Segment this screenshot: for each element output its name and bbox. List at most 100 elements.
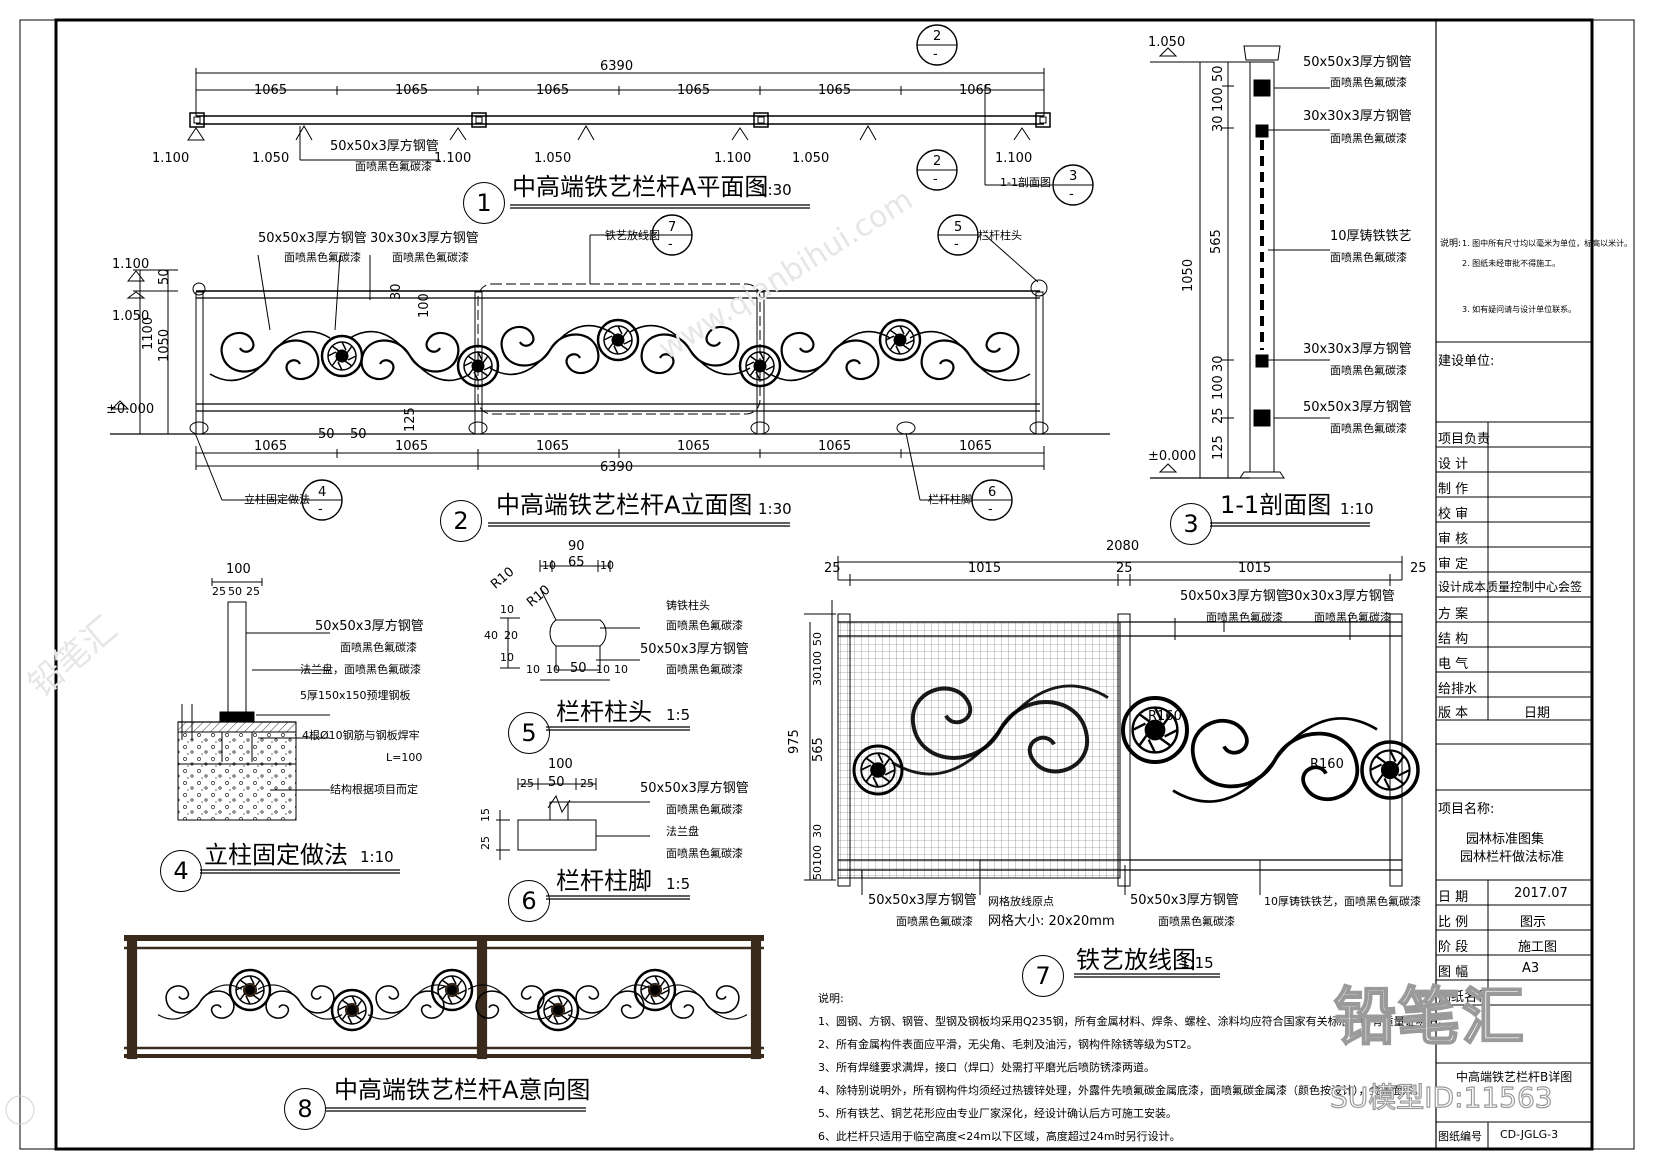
view5-scale: 1:5 xyxy=(666,706,691,724)
fix-label-4: 4根Ø10钢筋与钢板焊牢 xyxy=(302,729,420,742)
iron-r160-a: R160 xyxy=(1148,709,1182,724)
note-item: 4、除特别说明外，所有钢构件均须经过热镀锌处理，外露件先喷氟碳金属底漆，面喷氟碳… xyxy=(818,1084,1425,1097)
tb-date-head: 日期 xyxy=(1524,706,1551,721)
cap-label-2: 50x50x3厚方钢管 xyxy=(640,642,749,657)
tb-note-2: 2. 图纸未经审批不得施工。 xyxy=(1462,259,1561,268)
fix-label-3: 5厚150x150预埋钢板 xyxy=(300,689,411,702)
watermark-model-id: SU模型ID:11563 xyxy=(1329,1081,1553,1114)
post-foot-view xyxy=(496,778,650,860)
elev-foot-label: 栏杆柱脚 xyxy=(928,493,972,506)
cap-dim-10h: 10 xyxy=(614,663,628,676)
sect-finish-1: 面喷黑色氟碳漆 xyxy=(1330,76,1407,89)
tb-scale-key: 比 例 xyxy=(1438,915,1469,930)
iron-label-1b: 面喷黑色氟碳漆 xyxy=(1206,611,1283,624)
foot-dim-25b: 25 xyxy=(580,777,594,790)
plan-elev-4: 1.050 xyxy=(534,151,572,166)
foot-dim-25c: 25 xyxy=(479,836,492,850)
foot-dim-15: 15 xyxy=(479,808,492,822)
cap-dim-10g: 10 xyxy=(596,663,610,676)
tb-note-head: 说明: xyxy=(1440,239,1462,249)
view5-number: 5 xyxy=(508,712,550,754)
tb-row-draw: 制 作 xyxy=(1438,482,1469,497)
elev-dim-125: 125 xyxy=(403,407,418,432)
sect-finish-5: 面喷黑色氟碳漆 xyxy=(1330,422,1407,435)
view2-number: 2 xyxy=(440,500,482,542)
iron-label-1: 50x50x3厚方钢管 xyxy=(1180,589,1289,604)
view1-scale: 1:30 xyxy=(758,181,792,199)
plan-view xyxy=(187,24,1094,206)
iron-label-2: 30x30x3厚方钢管 xyxy=(1286,589,1395,604)
view8-title: 中高端铁艺栏杆A意向图 xyxy=(334,1076,591,1104)
plan-tube-label: 50x50x3厚方钢管 xyxy=(330,139,439,154)
elev-foot-dash: - xyxy=(988,502,993,517)
foot-label-1: 50x50x3厚方钢管 xyxy=(640,781,749,796)
sect-dim-100b: 100 xyxy=(1211,375,1226,400)
view6-number: 6 xyxy=(508,880,550,922)
cap-dim-90: 90 xyxy=(568,539,585,554)
iron-dim-30b: 30 xyxy=(811,824,824,838)
elev-fix-label: 立柱固定做法 xyxy=(244,493,310,506)
elev-finish-1: 面喷黑色氟碳漆 xyxy=(284,251,361,264)
view1-number: 1 xyxy=(463,182,505,224)
iron-r160-b: R160 xyxy=(1310,757,1344,772)
foot-label-2b: 面喷黑色氟碳漆 xyxy=(666,847,743,860)
sect-label-4: 30x30x3厚方钢管 xyxy=(1303,342,1412,357)
elev-dim-1050: 1050 xyxy=(157,328,172,362)
watermark-logo: 铅笔汇 xyxy=(1333,980,1527,1053)
iron-dim-50b: 50 xyxy=(811,866,824,880)
sect-dim-25: 25 xyxy=(1211,407,1226,424)
iron-dim-50a: 50 xyxy=(811,632,824,646)
view4-scale: 1:10 xyxy=(360,848,394,866)
tb-row-check: 校 审 xyxy=(1438,507,1469,522)
iron-dim-25a: 25 xyxy=(824,561,841,576)
view4-number: 4 xyxy=(160,850,202,892)
view2-scale: 1:30 xyxy=(758,500,792,518)
post-fixing-view xyxy=(177,578,330,821)
tb-scale-value: 图示 xyxy=(1520,915,1547,930)
sect-dim-50a: 50 xyxy=(1211,65,1226,82)
tb-size-key: 图 幅 xyxy=(1438,965,1469,980)
iron-total-dim: 2080 xyxy=(1106,539,1140,554)
plan-section-dash: - xyxy=(1069,187,1074,202)
elev-span-4: 1065 xyxy=(677,439,711,454)
elev-fix-dash: - xyxy=(318,502,323,517)
plan-elev-3: 1.100 xyxy=(434,151,472,166)
plan-ref-top: 2 xyxy=(933,29,942,44)
plan-elev-5: 1.100 xyxy=(714,151,752,166)
tb-row-design: 设 计 xyxy=(1438,457,1469,472)
tb-sheet-key: 图纸名称 xyxy=(1438,990,1491,1005)
view2-title: 中高端铁艺栏杆A立面图 xyxy=(496,491,753,519)
post-cap-view xyxy=(500,560,640,681)
tb-row-lead: 项目负责 xyxy=(1438,432,1491,447)
elev-dim-1100: 1100 xyxy=(141,316,156,350)
iron-layout-view xyxy=(804,556,1420,895)
cap-dim-10b: 10 xyxy=(600,559,614,572)
elev-foot-ref: 6 xyxy=(988,485,997,500)
tb-row-approve: 审 定 xyxy=(1438,557,1469,572)
foot-label-2: 法兰盘 xyxy=(666,825,699,838)
sect-label-3b: 面喷黑色氟碳漆 xyxy=(1330,251,1407,264)
elev-span-2: 1065 xyxy=(395,439,429,454)
fix-label-4b: L=100 xyxy=(386,751,423,764)
sect-level-0: ±0.000 xyxy=(1148,449,1197,464)
foot-dim-25a: 25 xyxy=(520,777,534,790)
view3-title: 1-1剖面图 xyxy=(1220,491,1332,519)
elev-fix-ref: 4 xyxy=(318,485,327,500)
iron-dim-25b: 25 xyxy=(1116,561,1133,576)
view7-number: 7 xyxy=(1022,955,1064,997)
sect-level-top: 1.050 xyxy=(1148,35,1186,50)
elev-level-0: ±0.000 xyxy=(106,402,155,417)
tb-cost: 设计成本质量控制中心会签 xyxy=(1438,580,1583,594)
section-view xyxy=(1150,45,1330,479)
iron-bottom-4: 10厚铸铁铁艺，面喷黑色氟碳漆 xyxy=(1264,895,1421,908)
elev-span-1: 1065 xyxy=(254,439,288,454)
view8-number: 8 xyxy=(284,1088,326,1130)
cap-dim-10c: 10 xyxy=(500,603,514,616)
cap-dim-10f: 10 xyxy=(546,663,560,676)
iron-dim-30a: 30 xyxy=(811,672,824,686)
plan-elev-1: 1.100 xyxy=(152,151,190,166)
sect-finish-2: 面喷黑色氟碳漆 xyxy=(1330,132,1407,145)
cap-label-2b: 面喷黑色氟碳漆 xyxy=(666,663,743,676)
sect-dim-100a: 100 xyxy=(1211,87,1226,112)
